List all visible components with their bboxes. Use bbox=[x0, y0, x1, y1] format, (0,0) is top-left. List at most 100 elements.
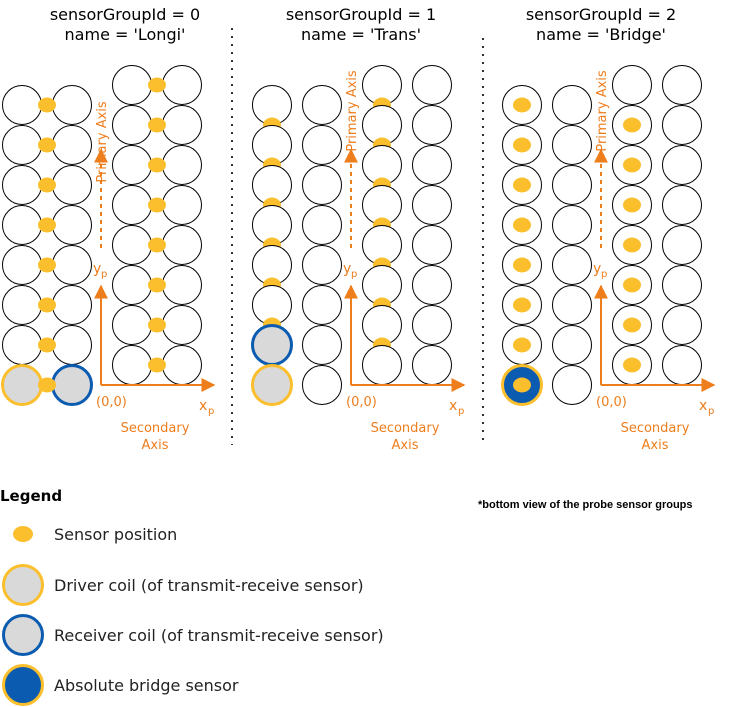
group-2-secondary-axis-label-line1: Secondary bbox=[621, 421, 690, 436]
legend-sensor-position-label: Sensor position bbox=[54, 525, 177, 544]
group-0-origin-label: (0,0) bbox=[96, 395, 127, 410]
group-0-coil bbox=[2, 285, 42, 325]
legend-title: Legend bbox=[0, 487, 62, 505]
group-1-coil bbox=[412, 345, 452, 385]
group-0-sensor-dot bbox=[148, 157, 166, 173]
group-2-sensor-dot bbox=[513, 97, 531, 113]
legend-receiver-coil-label: Receiver coil (of transmit-receive senso… bbox=[54, 626, 384, 645]
group-0-coil bbox=[112, 185, 152, 225]
group-0-sensor-dot bbox=[38, 377, 56, 393]
group-2-sensor-dot bbox=[513, 377, 531, 393]
group-0-sensor-dot bbox=[38, 217, 56, 233]
group-0-coil bbox=[162, 105, 202, 145]
group-0-receiver-coil bbox=[51, 364, 93, 406]
group-0-sensor-dot bbox=[148, 277, 166, 293]
group-1-coil bbox=[302, 85, 342, 125]
group-2-sensor-dot bbox=[513, 217, 531, 233]
group-0-sensor-dot bbox=[38, 297, 56, 313]
group-2-coil bbox=[612, 65, 652, 105]
legend-driver-coil-label: Driver coil (of transmit-receive sensor) bbox=[54, 576, 364, 595]
group-1-secondary-axis-label-line2: Axis bbox=[392, 438, 419, 453]
group-0-coil bbox=[52, 285, 92, 325]
legend-absolute-bridge-label: Absolute bridge sensor bbox=[54, 676, 239, 695]
group-0-coil bbox=[112, 345, 152, 385]
group-0-coil bbox=[52, 245, 92, 285]
group-0-primary-axis-label: Primary Axis bbox=[95, 101, 110, 183]
group-0-sensor-dot bbox=[148, 197, 166, 213]
group-2-axes: Primary Axis y p x p (0,0) Secondary Axi… bbox=[593, 70, 716, 453]
group-0-sensor-dot bbox=[148, 237, 166, 253]
bottom-view-note: *bottom view of the probe sensor groups bbox=[478, 499, 693, 511]
group-1-coil bbox=[412, 65, 452, 105]
group-0-coil bbox=[162, 265, 202, 305]
group-0-sensor-dot bbox=[148, 357, 166, 373]
group-0-coil bbox=[2, 205, 42, 245]
group-0-coil bbox=[52, 165, 92, 205]
group-2-sensor-dot bbox=[513, 137, 531, 153]
group-0-coil bbox=[162, 225, 202, 265]
group-2-coil bbox=[552, 85, 592, 125]
group-2-coil bbox=[552, 205, 592, 245]
group-0-coil bbox=[52, 85, 92, 125]
group-0-sensor-dot bbox=[148, 117, 166, 133]
group-0-sensor-dot bbox=[38, 337, 56, 353]
group-0-coil bbox=[112, 65, 152, 105]
legend-absolute-bridge: Absolute bridge sensor bbox=[2, 664, 239, 706]
group-2-sensor-dot bbox=[623, 237, 641, 253]
group-1-coil bbox=[302, 125, 342, 165]
group-0-coil bbox=[2, 245, 42, 285]
group-2-x-subscript: p bbox=[708, 406, 714, 417]
group-0-name-title: name = 'Longi' bbox=[65, 25, 186, 44]
group-1-coil bbox=[412, 225, 452, 265]
group-2-coil bbox=[662, 265, 702, 305]
group-1-coil bbox=[362, 345, 402, 385]
group-2-x-symbol: x bbox=[699, 398, 707, 414]
group-2-sensor-dot bbox=[513, 297, 531, 313]
group-0-coil bbox=[112, 305, 152, 345]
group-1-coil bbox=[412, 305, 452, 345]
group-1-y-symbol: y bbox=[343, 261, 351, 277]
group-1-name-title: name = 'Trans' bbox=[301, 25, 421, 44]
group-2-coil bbox=[662, 65, 702, 105]
group-2-sensor-dot bbox=[623, 157, 641, 173]
group-1-y-subscript: p bbox=[351, 269, 357, 280]
group-0-sensor-dot bbox=[38, 257, 56, 273]
group-0-coil bbox=[52, 125, 92, 165]
group-0-sensor-dot bbox=[38, 137, 56, 153]
group-2-coil bbox=[552, 165, 592, 205]
legend-sensor-position: Sensor position bbox=[13, 525, 177, 544]
group-2-coil bbox=[552, 325, 592, 365]
group-1-secondary-axis-label-line1: Secondary bbox=[371, 421, 440, 436]
coil-grid bbox=[1, 65, 702, 406]
group-2-y-symbol: y bbox=[593, 261, 601, 277]
group-2-coil bbox=[662, 225, 702, 265]
group-2-coil bbox=[552, 365, 592, 405]
group-0-sensor-dot bbox=[148, 317, 166, 333]
group-0-coil bbox=[2, 325, 42, 365]
group-0-x-symbol: x bbox=[199, 398, 207, 414]
driver-coil-icon bbox=[2, 564, 44, 606]
group-0-coil bbox=[162, 185, 202, 225]
group-2-coil bbox=[662, 305, 702, 345]
group-2-primary-axis-label: Primary Axis bbox=[595, 70, 610, 152]
group-0-coil bbox=[2, 85, 42, 125]
group-2-sensor-dot bbox=[513, 337, 531, 353]
group-0-coil bbox=[112, 265, 152, 305]
group-0-y-symbol: y bbox=[93, 261, 101, 277]
group-0-axes: Primary Axis y p x p (0,0) Secondary Axi… bbox=[93, 101, 216, 453]
group-2-sensor-dot bbox=[513, 257, 531, 273]
group-1-coil bbox=[302, 285, 342, 325]
group-0-sensor-dot bbox=[38, 177, 56, 193]
group-2-sensor-dot bbox=[623, 197, 641, 213]
group-1-origin-label: (0,0) bbox=[346, 395, 377, 410]
group-1-coil bbox=[412, 185, 452, 225]
group-2-coil bbox=[662, 105, 702, 145]
legend-driver-coil: Driver coil (of transmit-receive sensor) bbox=[2, 564, 364, 606]
group-1-driver-coil bbox=[251, 364, 293, 406]
group-0-sensor-dot bbox=[38, 97, 56, 113]
group-0-secondary-axis-label-line1: Secondary bbox=[121, 421, 190, 436]
group-0-coil bbox=[162, 145, 202, 185]
group-1-coil bbox=[302, 365, 342, 405]
group-0-coil bbox=[2, 165, 42, 205]
group-2-sensor-dot bbox=[623, 357, 641, 373]
